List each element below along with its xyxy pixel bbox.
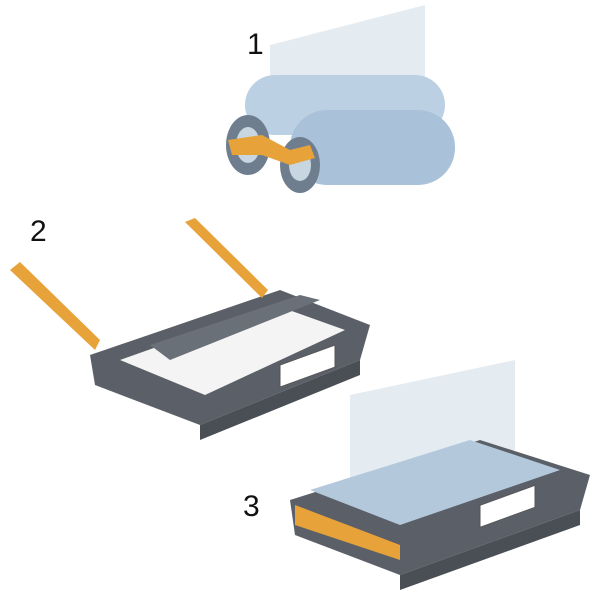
step-number-2: 2 bbox=[30, 215, 47, 248]
film-roll bbox=[226, 5, 455, 193]
step-number-1: 1 bbox=[247, 28, 264, 61]
step-number-3: 3 bbox=[243, 490, 260, 523]
empty-cartridge bbox=[10, 218, 370, 440]
loaded-cartridge bbox=[290, 360, 590, 590]
